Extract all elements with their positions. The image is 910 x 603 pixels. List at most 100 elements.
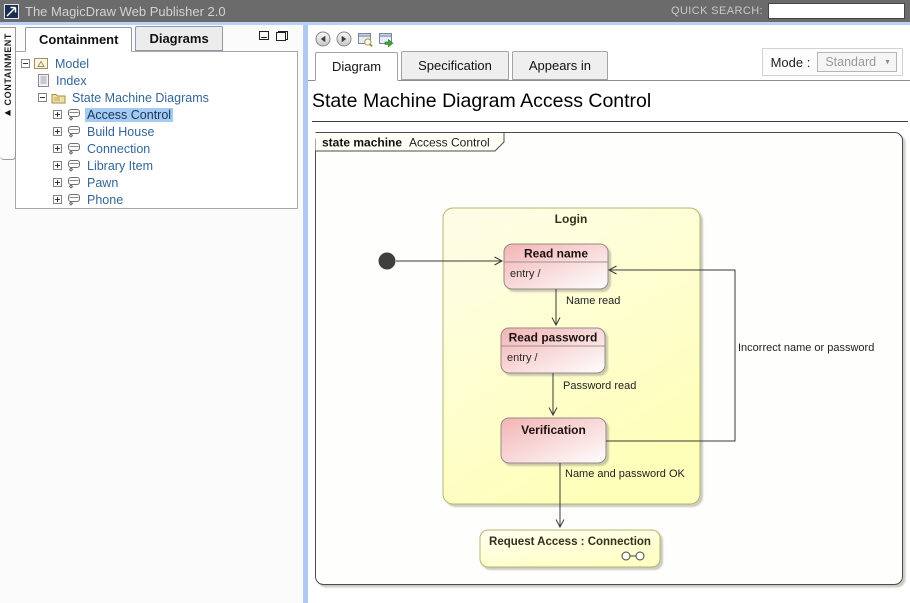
tab-diagram[interactable]: Diagram [315,52,399,81]
chevron-down-icon: ▼ [884,58,891,66]
transition-label: Incorrect name or password [738,342,874,354]
transition-label: Name and password OK [565,468,685,480]
mode-select[interactable]: Standard ▼ [817,52,897,72]
expand-expander-icon[interactable] [53,110,62,119]
state-title: Request Access : Connection [489,536,651,548]
quick-search-input[interactable] [768,3,905,19]
sidebar-tab-bar: Containment Diagrams [0,25,303,52]
state-read-password[interactable]: Read password entry / [500,327,606,374]
app-title: The MagicDraw Web Publisher 2.0 [25,3,226,19]
tree-item-index[interactable]: Index [16,72,297,89]
submachine-icon [621,551,645,561]
expand-expander-icon[interactable] [53,144,62,153]
frame-name: Access Control [409,136,490,150]
statemachine-diagram-icon [68,126,80,138]
tab-appears-in-label: Appears in [528,58,591,73]
tab-specification[interactable]: Specification [401,51,509,80]
expand-expander-icon[interactable] [53,161,62,170]
tab-diagrams-label: Diagrams [149,31,209,46]
forward-button[interactable] [335,30,353,48]
state-title: Read password [509,331,598,345]
sidebar: CONTAINMENT ◀ Containment Diagrams [0,25,303,603]
tree-item-label[interactable]: Build House [87,124,155,139]
tree-item-label[interactable]: Phone [87,192,124,207]
frame-keyword: state machine [322,136,402,150]
collapse-tab-label: CONTAINMENT [2,33,13,106]
main-tab-bar: Diagram Specification Appears in Mode : … [308,48,910,81]
state-entry: entry / [510,268,542,280]
transition-incorrect[interactable] [606,265,736,442]
transition-label: Name read [566,295,620,307]
back-icon [315,31,331,47]
tree-item-label[interactable]: Library Item [87,158,153,173]
statemachine-diagram-icon [68,194,80,206]
tab-diagrams[interactable]: Diagrams [135,26,223,51]
splitter[interactable] [303,25,308,603]
tree-item-pawn[interactable]: Pawn [16,174,297,191]
mode-value: Standard [825,55,877,69]
statemachine-diagram-icon [68,143,80,155]
diagram-canvas: state machine Access Control Login [308,122,910,592]
tab-containment[interactable]: Containment [25,27,133,52]
containment-tree: Model Index State Machine Diagrams [15,51,298,209]
tree-item-label[interactable]: Model [55,56,90,71]
folder-icon [51,94,66,104]
tab-diagram-label: Diagram [332,59,382,74]
tree-item-label[interactable]: Pawn [87,175,119,190]
tab-containment-label: Containment [39,32,119,47]
collapse-arrow-icon: ◀ [4,108,11,118]
tree-item-state-machine-diagrams[interactable]: State Machine Diagrams [16,89,297,106]
collapse-expander-icon[interactable] [21,59,30,68]
cascade-panel-icon[interactable] [276,31,288,41]
index-icon [38,74,49,87]
state-machine-diagram: state machine Access Control Login [315,132,903,585]
document-green-arrow-icon [378,32,393,47]
statemachine-diagram-icon [68,177,80,189]
minimize-panel-icon[interactable] [259,31,269,40]
back-button[interactable] [314,30,332,48]
expand-expander-icon[interactable] [53,195,62,204]
tab-specification-label: Specification [418,58,492,73]
tree-item-label[interactable]: State Machine Diagrams [72,90,209,105]
tree-item-label-selected[interactable]: Access Control [85,107,174,122]
magicdraw-logo-icon [4,3,19,19]
state-title: Login [555,212,588,226]
state-verification[interactable]: Verification [500,417,607,464]
tree-item-label[interactable]: Index [56,73,87,88]
tree-item-access-control[interactable]: Access Control [16,106,297,123]
header-divider [0,22,910,25]
state-request-access[interactable]: Request Access : Connection [479,529,661,568]
tree-item-phone[interactable]: Phone [16,191,297,208]
expand-expander-icon[interactable] [53,127,62,136]
initial-state[interactable] [378,252,396,270]
expand-expander-icon[interactable] [53,178,62,187]
navigation-toolbar [308,25,910,51]
tab-appears-in[interactable]: Appears in [511,51,608,80]
mode-label: Mode : [770,54,811,70]
state-title: Read name [524,247,588,261]
tree-item-label[interactable]: Connection [87,141,151,156]
tree-item-connection[interactable]: Connection [16,140,297,157]
quick-search-label: QUICK SEARCH: [671,5,763,17]
statemachine-diagram-icon [68,109,80,121]
app-header: The MagicDraw Web Publisher 2.0 QUICK SE… [0,0,910,22]
state-title: Verification [521,423,586,437]
package-icon [34,58,48,69]
panel-window-controls [259,31,288,51]
tree-item-build-house[interactable]: Build House [16,123,297,140]
tree-item-library-item[interactable]: Library Item [16,157,297,174]
open-in-new-window-button[interactable] [377,30,395,48]
main-content: Diagram Specification Appears in Mode : … [308,25,910,603]
page-title: State Machine Diagram Access Control [312,90,908,122]
state-entry: entry / [507,352,539,364]
containment-collapse-tab[interactable]: CONTAINMENT ◀ [0,27,16,160]
statemachine-diagram-icon [68,160,80,172]
state-read-name[interactable]: Read name entry / [503,243,609,290]
mode-control: Mode : Standard ▼ [761,48,903,76]
collapse-expander-icon[interactable] [38,93,47,102]
transition-label: Password read [563,380,636,392]
open-specification-button[interactable] [356,30,374,48]
document-magnifier-icon [357,32,373,47]
tree-item-model[interactable]: Model [16,55,297,72]
